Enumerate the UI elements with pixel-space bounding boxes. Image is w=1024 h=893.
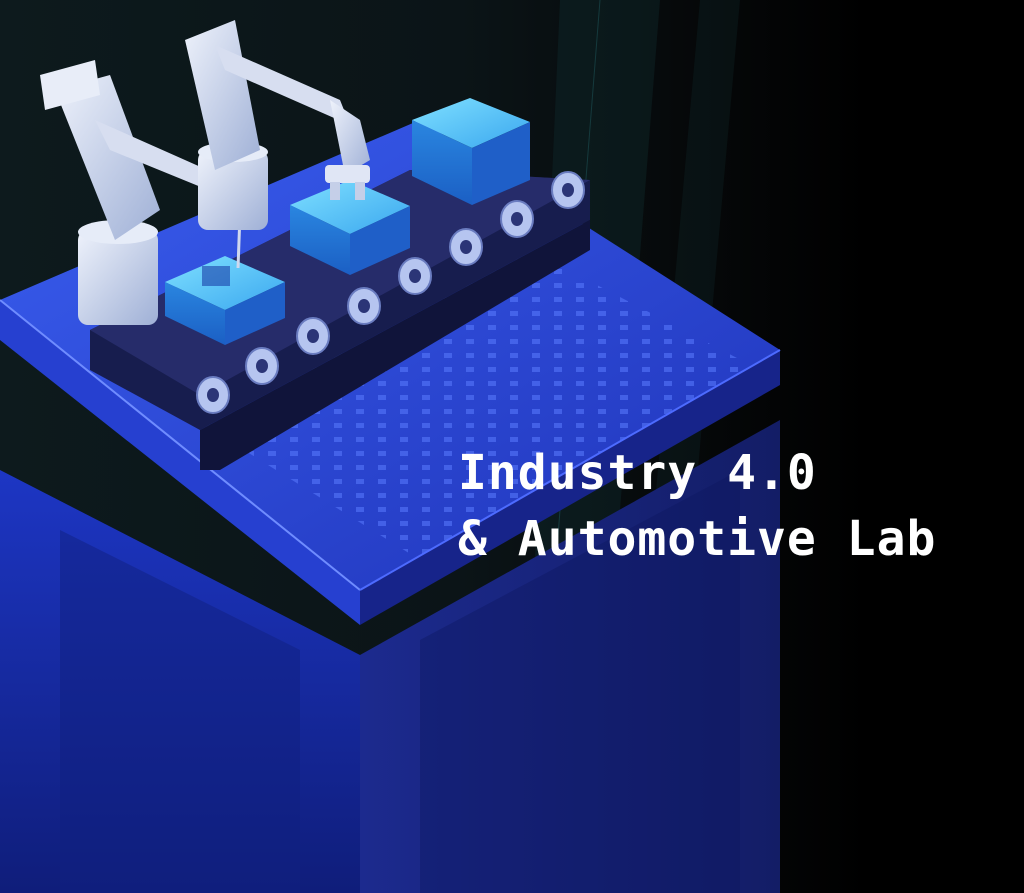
cube-icon xyxy=(290,180,410,275)
base-right-face xyxy=(360,420,780,893)
robot-arm-icon xyxy=(185,20,370,230)
title-line-1: Industry 4.0 xyxy=(458,445,817,501)
cube-icon xyxy=(165,256,285,345)
platform-front-edge xyxy=(0,300,360,625)
title-line-2: & Automotive Lab xyxy=(458,511,937,567)
platform-right-edge xyxy=(360,350,780,625)
page-title: Industry 4.0 & Automotive Lab xyxy=(458,440,936,572)
cube-icon xyxy=(412,98,530,205)
platform-led-grid xyxy=(180,245,760,560)
